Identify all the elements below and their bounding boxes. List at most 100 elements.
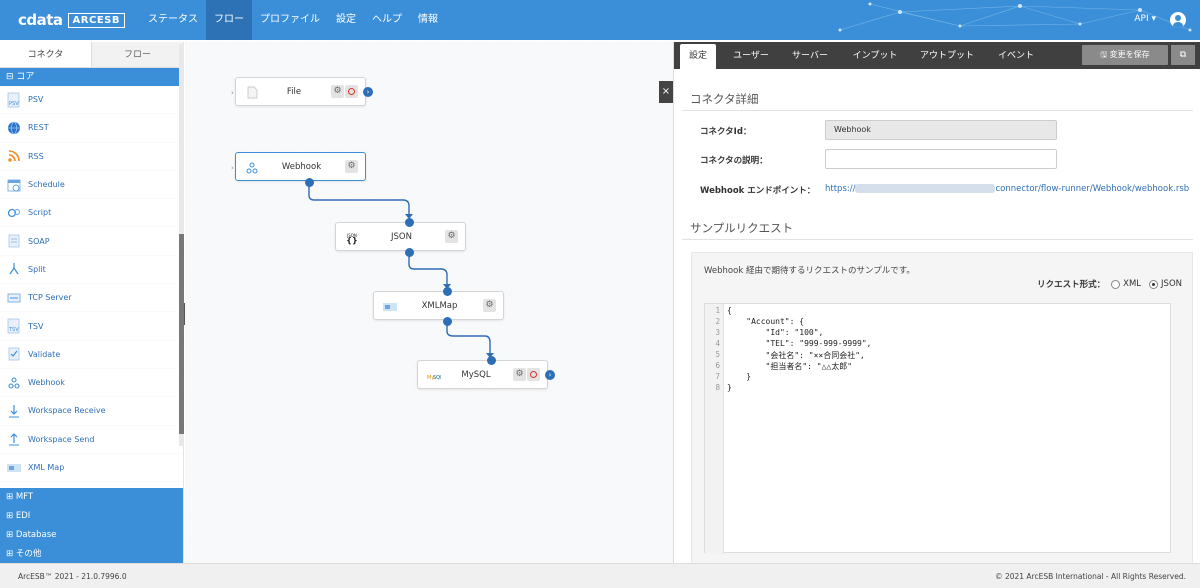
category-mft[interactable]: ⊞ MFT	[6, 492, 34, 502]
tab-events[interactable]: イベント	[997, 51, 1034, 61]
error-icon[interactable]	[527, 368, 540, 381]
gear-icon[interactable]: ⚙	[483, 299, 496, 312]
node-label: JSON	[391, 232, 412, 242]
code-line: "Account": {	[727, 317, 805, 326]
connector-item-psv[interactable]: PSV PSV	[0, 86, 183, 115]
connector-label: SOAP	[28, 236, 50, 246]
node-label: File	[286, 87, 302, 97]
save-changes-button[interactable]: 🖫 変更を保存	[1082, 45, 1168, 65]
connector-settings-panel: 設定 ユーザー サーバー インプット アウトプット イベント 🖫 変更を保存 ⧉…	[673, 42, 1200, 563]
line-number: 1	[715, 306, 720, 315]
api-menu[interactable]: API ▾	[1134, 14, 1156, 24]
tab-users[interactable]: ユーザー	[733, 51, 769, 61]
gear-icon[interactable]: ⚙	[445, 230, 458, 243]
webhook-endpoint-link[interactable]: https://connector/flow-runner/Webhook/we…	[825, 184, 1189, 194]
nav-settings[interactable]: 設定	[336, 14, 356, 25]
node-label: XMLMap	[421, 301, 458, 311]
radio-json-label[interactable]: JSON	[1161, 279, 1182, 289]
gear-icon[interactable]: ⚙	[345, 160, 358, 173]
connector-item-tcp-server[interactable]: TCP Server	[0, 284, 183, 313]
gear-icon[interactable]: ⚙	[331, 85, 344, 98]
scrollbar-thumb[interactable]	[179, 234, 184, 434]
category-list: ⊞ MFT ⊞ EDI ⊞ Database ⊞ その他	[0, 488, 183, 564]
connector-label: Workspace Receive	[28, 406, 106, 416]
tab-settings[interactable]: 設定	[680, 44, 716, 69]
flow-node-mysql[interactable]: MySQL MySQL ⚙ ›	[417, 356, 555, 389]
psv-icon: PSV	[6, 92, 22, 108]
nav-profile[interactable]: プロファイル	[260, 14, 320, 25]
sample-request-title: サンプルリクエスト	[690, 221, 794, 235]
open-external-icon[interactable]: ⧉	[1171, 45, 1195, 65]
input-port-icon[interactable]	[443, 287, 452, 296]
palette-scrollbar[interactable]	[179, 44, 184, 446]
connector-item-script[interactable]: Script	[0, 199, 183, 228]
sample-code-editor[interactable]: 1 2 3 4 5 6 7 8 { "Account": { "Id": "10…	[704, 303, 1171, 554]
connector-item-validate[interactable]: Validate	[0, 341, 183, 369]
connector-item-workspace-receive[interactable]: Workspace Receive	[0, 397, 183, 426]
tab-flows[interactable]: フロー	[92, 42, 183, 67]
flow-node-webhook[interactable]: › Webhook ⚙	[231, 152, 366, 187]
category-edi[interactable]: ⊞ EDI	[6, 511, 31, 521]
connector-id-label: コネクタId：	[700, 127, 752, 137]
category-other[interactable]: ⊞ その他	[6, 549, 42, 559]
flow-node-file[interactable]: › File ⚙ ›	[231, 77, 373, 106]
code-line: "担当者名": "△△太郎"	[727, 362, 853, 371]
connector-item-rest[interactable]: REST	[0, 114, 183, 143]
line-number: 8	[715, 383, 720, 392]
connector-item-tsv[interactable]: TSV TSV	[0, 312, 183, 341]
connector-item-soap[interactable]: SOAP	[0, 227, 183, 256]
network-decoration	[838, 2, 1192, 32]
category-database[interactable]: ⊞ Database	[6, 530, 57, 540]
user-avatar-icon[interactable]	[1170, 12, 1186, 28]
tab-output[interactable]: アウトプット	[919, 51, 974, 61]
flow-canvas[interactable]: › File ⚙ › › Webhook ⚙ JSON{} JSON ⚙ XML…	[185, 42, 673, 563]
output-port-icon[interactable]	[405, 248, 414, 257]
connector-label: PSV	[28, 95, 44, 105]
connector-item-split[interactable]: Split	[0, 256, 183, 285]
tab-input[interactable]: インプット	[852, 51, 898, 61]
rss-icon	[6, 148, 22, 164]
flow-node-json[interactable]: JSON{} JSON ⚙	[335, 218, 466, 257]
connector-item-webhook[interactable]: Webhook	[0, 369, 183, 398]
input-port-icon: ›	[231, 164, 234, 172]
nav-status[interactable]: ステータス	[148, 14, 198, 25]
script-icon	[6, 205, 22, 221]
close-panel-button[interactable]: ×	[659, 81, 673, 103]
schedule-icon	[6, 177, 22, 193]
line-number-gutter: 1 2 3 4 5 6 7 8	[705, 304, 724, 554]
soap-icon	[6, 233, 22, 249]
nav-flow[interactable]: フロー	[206, 0, 252, 40]
output-port-icon[interactable]: ›	[363, 87, 373, 97]
output-port-icon[interactable]	[305, 178, 314, 187]
connector-label: XML Map	[28, 463, 65, 472]
json-icon: JSON{}	[346, 232, 358, 245]
nav-info[interactable]: 情報	[418, 14, 438, 25]
flow-node-xmlmap[interactable]: XMLMap ⚙	[373, 287, 504, 326]
category-core[interactable]: ⊟ コア	[0, 68, 183, 86]
connector-item-schedule[interactable]: Schedule	[0, 171, 183, 200]
globe-icon	[6, 120, 22, 136]
radio-xml[interactable]	[1111, 279, 1121, 289]
connector-description-field[interactable]	[825, 149, 1057, 169]
output-port-icon[interactable]: ›	[545, 370, 555, 380]
connector-item-rss[interactable]: RSS	[0, 143, 183, 171]
connector-list: PSV PSV REST RSS Schedule Script SOAP Sp…	[0, 86, 183, 488]
radio-json[interactable]	[1149, 279, 1159, 289]
connector-item-xml-map[interactable]: XML Map	[0, 454, 183, 483]
gear-icon[interactable]: ⚙	[513, 368, 526, 381]
node-label: MySQL	[461, 370, 491, 380]
xmlmap-icon	[383, 300, 397, 313]
input-port-icon[interactable]	[487, 356, 496, 365]
webhook-endpoint-label: Webhook エンドポイント：	[700, 186, 816, 196]
connector-item-workspace-send[interactable]: Workspace Send	[0, 426, 183, 454]
nav-help[interactable]: ヘルプ	[372, 14, 402, 25]
tab-connectors[interactable]: コネクタ	[0, 42, 92, 67]
tab-server[interactable]: サーバー	[792, 51, 828, 61]
svg-text:SQL: SQL	[433, 375, 441, 381]
line-number: 5	[715, 350, 720, 359]
error-icon[interactable]	[345, 85, 358, 98]
input-port-icon[interactable]	[405, 218, 414, 227]
output-port-icon[interactable]	[443, 317, 452, 326]
app-logo[interactable]: cdata ARCESB	[18, 11, 125, 29]
radio-xml-label[interactable]: XML	[1123, 279, 1142, 289]
